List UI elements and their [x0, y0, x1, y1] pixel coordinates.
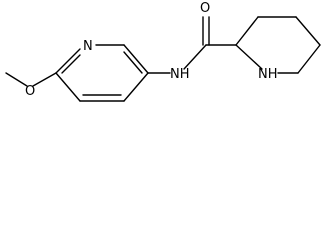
bond-pip-c2-c3	[235, 16, 259, 46]
bond-ring-c6-n1	[55, 48, 81, 74]
carbonyl-oxygen-label: O	[200, 1, 210, 16]
structure-diagram: N O NH O NH	[5, 1, 321, 102]
pyridine-nitrogen-label: N	[83, 39, 93, 54]
bond-pip-c4-c5	[295, 16, 321, 46]
bonds	[5, 16, 321, 102]
bond-methyl-o	[5, 72, 28, 87]
piperidine-nh-label: NH	[258, 67, 278, 82]
bond-ring-c6-n1-inner	[61, 54, 81, 74]
bond-pip-c5-c6	[297, 44, 321, 74]
bond-ring-c2-c3	[123, 44, 149, 74]
amide-nh-label: NH	[170, 67, 190, 82]
ether-oxygen-label: O	[25, 84, 35, 99]
atom-labels: N O NH O NH	[25, 1, 278, 99]
bond-pip-n-c2	[235, 44, 263, 70]
bond-ring-c5-c6	[55, 72, 81, 102]
bond-ring-c2-c3-inner	[123, 51, 143, 74]
bond-nh-carbonyl	[183, 44, 207, 70]
bond-ring-c3-c4	[123, 72, 149, 102]
bond-o-pyridine	[32, 72, 57, 87]
